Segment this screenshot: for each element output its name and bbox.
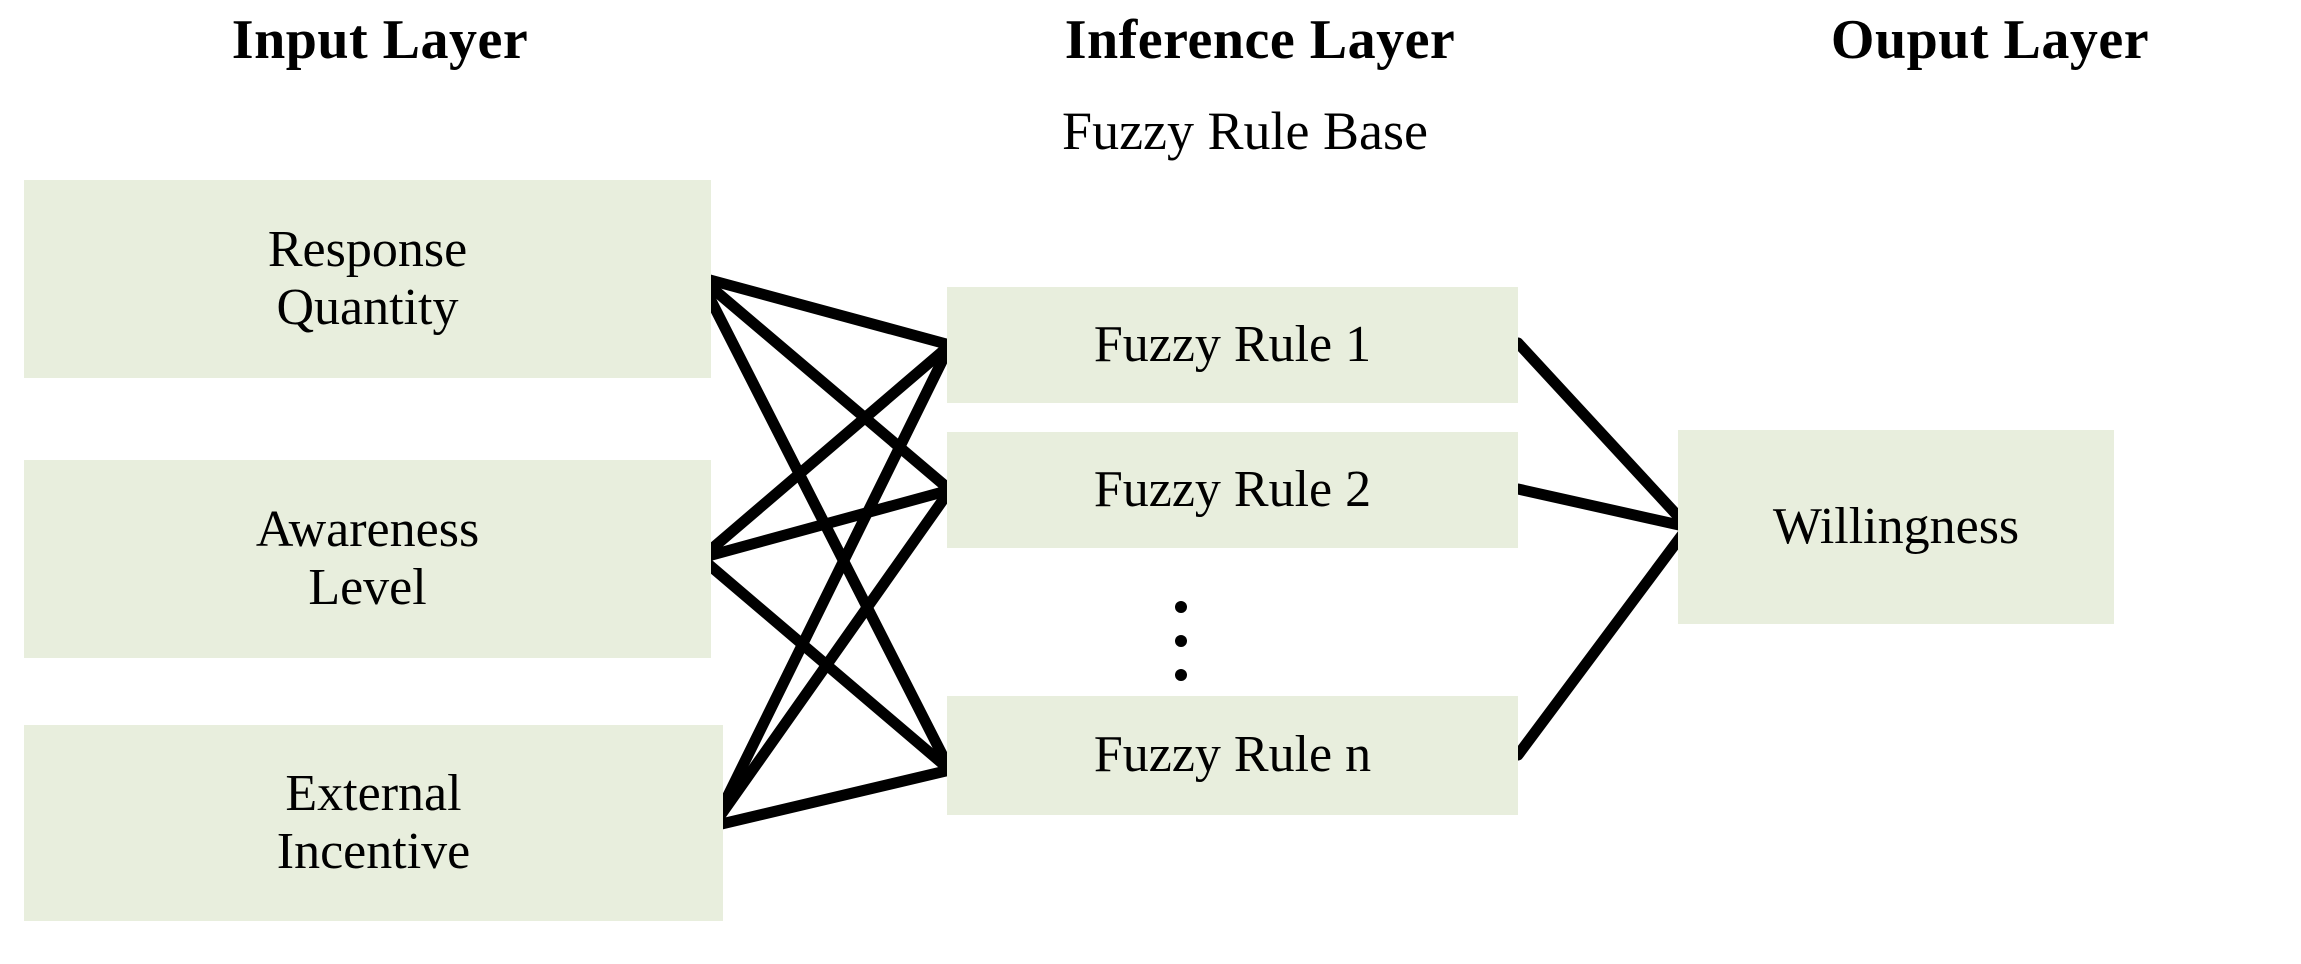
layer-title-input: Input Layer	[231, 9, 529, 71]
ellipsis-dot	[1175, 669, 1187, 681]
input-node-response-quantity[interactable]: Response Quantity	[24, 180, 711, 378]
edge-input3-rule2	[707, 484, 956, 832]
layer-title-output: Ouput Layer	[1830, 9, 2150, 71]
edge-input1-rule1	[693, 271, 956, 351]
input-node-label-line1: External	[285, 764, 462, 822]
edge-input2-rule1	[695, 339, 956, 564]
edge-input3-rulen	[707, 764, 956, 832]
output-node-willingness[interactable]: Willingness	[1678, 430, 2114, 624]
input-node-external-incentive[interactable]: External Incentive	[24, 725, 723, 921]
fuzzy-rule-base-subtitle: Fuzzy Rule Base	[1062, 101, 1428, 161]
edge-input2-rule2	[695, 484, 956, 564]
input-node-label-line2: Incentive	[276, 823, 471, 880]
rule-node-label: Fuzzy Rule n	[1093, 726, 1372, 784]
input-node-label-line2: Quantity	[276, 279, 459, 336]
ellipsis-dot	[1175, 635, 1187, 647]
rule-node-fuzzy-rule-n[interactable]: Fuzzy Rule n	[947, 696, 1518, 815]
rule-node-label: Fuzzy Rule 1	[1093, 315, 1372, 373]
vertical-ellipsis-icon	[1174, 601, 1188, 681]
edge-input1-rule2	[693, 271, 956, 496]
input-node-label-line1: Response	[267, 220, 468, 278]
edge-input1-rulen	[693, 271, 956, 776]
edge-rule2-output	[1512, 483, 1694, 533]
input-node-awareness-level[interactable]: Awareness Level	[24, 460, 711, 658]
edge-rulen-output	[1512, 521, 1694, 761]
rule-node-fuzzy-rule-1[interactable]: Fuzzy Rule 1	[947, 287, 1518, 403]
input-to-rule-edges	[693, 271, 956, 832]
rule-node-fuzzy-rule-2[interactable]: Fuzzy Rule 2	[947, 432, 1518, 548]
input-node-label-line1: Awareness	[255, 500, 480, 558]
rule-to-output-edges	[1512, 337, 1694, 761]
input-node-label-line2: Level	[308, 559, 427, 616]
output-node-label: Willingness	[1772, 497, 2020, 555]
layer-title-inference: Inference Layer	[1064, 9, 1456, 71]
edge-input2-rulen	[695, 552, 956, 776]
ellipsis-dot	[1175, 601, 1187, 613]
rule-node-label: Fuzzy Rule 2	[1093, 460, 1372, 518]
edge-input3-rule1	[707, 339, 956, 832]
edge-rule1-output	[1512, 337, 1694, 533]
